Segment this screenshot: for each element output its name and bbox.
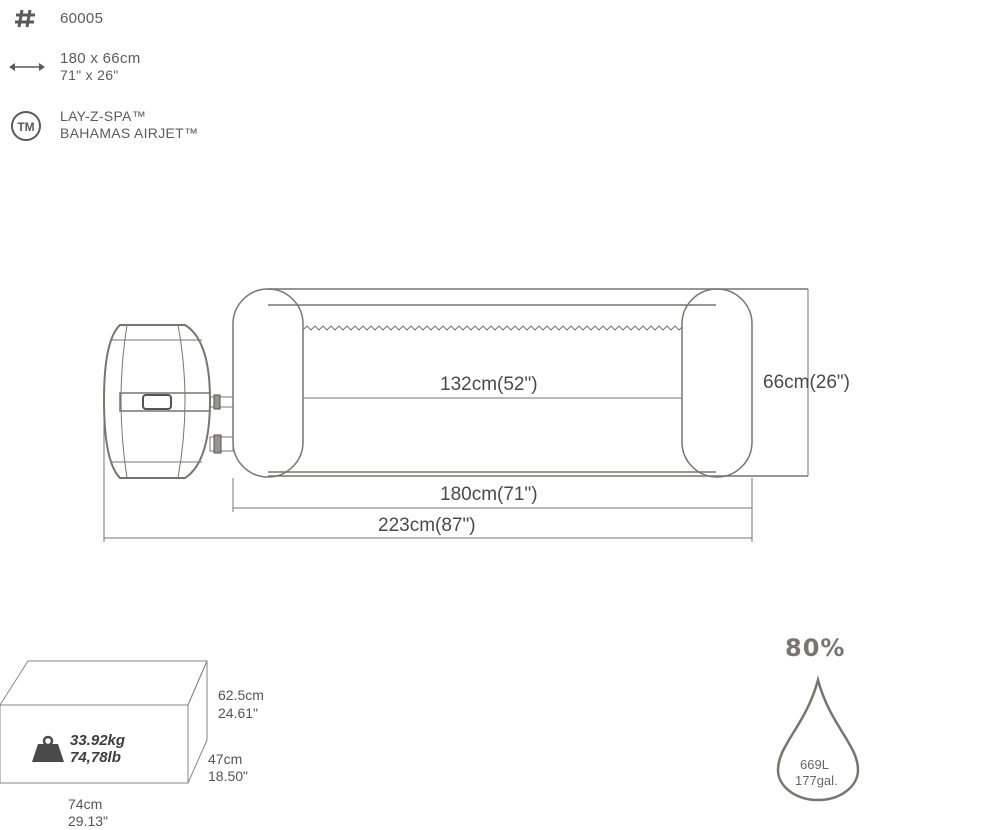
package-height-imperial: 24.61" [218,705,259,721]
size-imperial: 71" x 26" [60,67,119,83]
model-number: 60005 [60,10,104,27]
volume-gallons: 177gal. [795,773,838,788]
inner-width-label: 132cm(52") [440,374,538,395]
volume-liters: 669L [800,757,829,772]
weight-kg: 33.92kg [70,732,126,749]
product-name: BAHAMAS AIRJET™ [60,125,199,141]
package-depth-imperial: 18.50" [208,768,249,784]
weight-icon [32,735,64,762]
size-metric: 180 x 66cm [60,50,141,67]
hash-icon [15,9,35,28]
total-width-label: 223cm(87") [378,515,476,536]
svg-text:TM: TM [17,120,34,134]
product-line: LAY-Z-SPA™ [60,108,146,124]
fill-percent: 80% [785,634,846,662]
double-arrow-icon [9,63,45,71]
height-label: 66cm(26") [763,372,850,393]
trademark-icon: TM [11,111,41,141]
package-length-metric: 74cm [68,796,103,812]
package-box [0,660,208,784]
package-length-imperial: 29.13" [68,813,109,829]
weight-lb: 74,78lb [70,749,121,766]
package-height-metric: 62.5cm [218,687,264,703]
package-depth-metric: 47cm [208,751,243,767]
outer-width-label: 180cm(71") [440,484,538,505]
water-drop-icon [776,675,860,802]
spa-drawing [102,288,809,542]
